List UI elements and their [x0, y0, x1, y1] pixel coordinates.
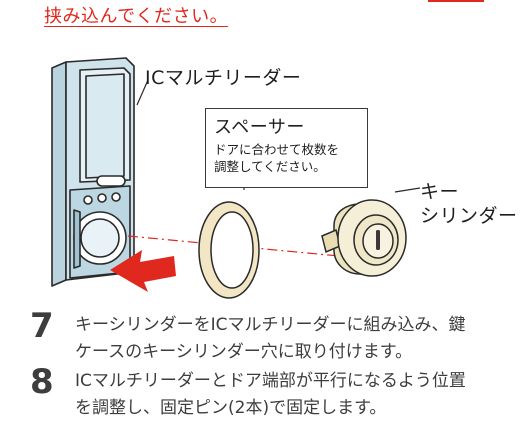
spacer-callout: スペーサー ドアに合わせて枚数を 調整してください。 — [205, 108, 368, 188]
step-number: 8 — [30, 362, 54, 402]
key-cylinder-label: キー シリンダー — [420, 180, 518, 228]
step-text-line1: キーシリンダーをICマルチリーダーに組み込み、鍵 — [75, 315, 466, 335]
step-text: キーシリンダーをICマルチリーダーに組み込み、鍵 ケースのキーシリンダー穴に取り… — [75, 312, 525, 366]
direction-arrow — [110, 250, 176, 292]
ic-reader-device — [51, 57, 135, 287]
alignment-axis — [127, 235, 361, 259]
ic-reader-label: ICマルチリーダー — [145, 67, 302, 89]
key-cylinder — [321, 199, 407, 277]
step-text-line2: ケースのキーシリンダー穴に取り付けます。 — [75, 342, 413, 362]
step-number: 7 — [30, 306, 54, 346]
step-text-line1: ICマルチリーダーとドア端部が平行になるよう位置 — [75, 371, 466, 391]
top-caption: 挟み込んでください。 — [44, 6, 229, 27]
spacer-ring — [198, 201, 260, 299]
spacer-title: スペーサー — [214, 117, 305, 138]
assembly-diagram — [51, 57, 421, 299]
key-cylinder-label-line2: シリンダー — [420, 205, 518, 227]
top-red-line — [428, 0, 484, 2]
key-cylinder-label-line1: キー — [420, 181, 460, 203]
spacer-note-line2: 調整してください。 — [214, 159, 326, 174]
spacer-note-line1: ドアに合わせて枚数を — [214, 142, 340, 157]
key-cylinder-leader — [394, 187, 421, 193]
step-text-line2: を調整し、固定ピン(2本)で固定します。 — [75, 398, 387, 418]
ic-reader-leader — [136, 79, 149, 106]
step-text: ICマルチリーダーとドア端部が平行になるよう位置 を調整し、固定ピン(2本)で固… — [75, 368, 525, 422]
